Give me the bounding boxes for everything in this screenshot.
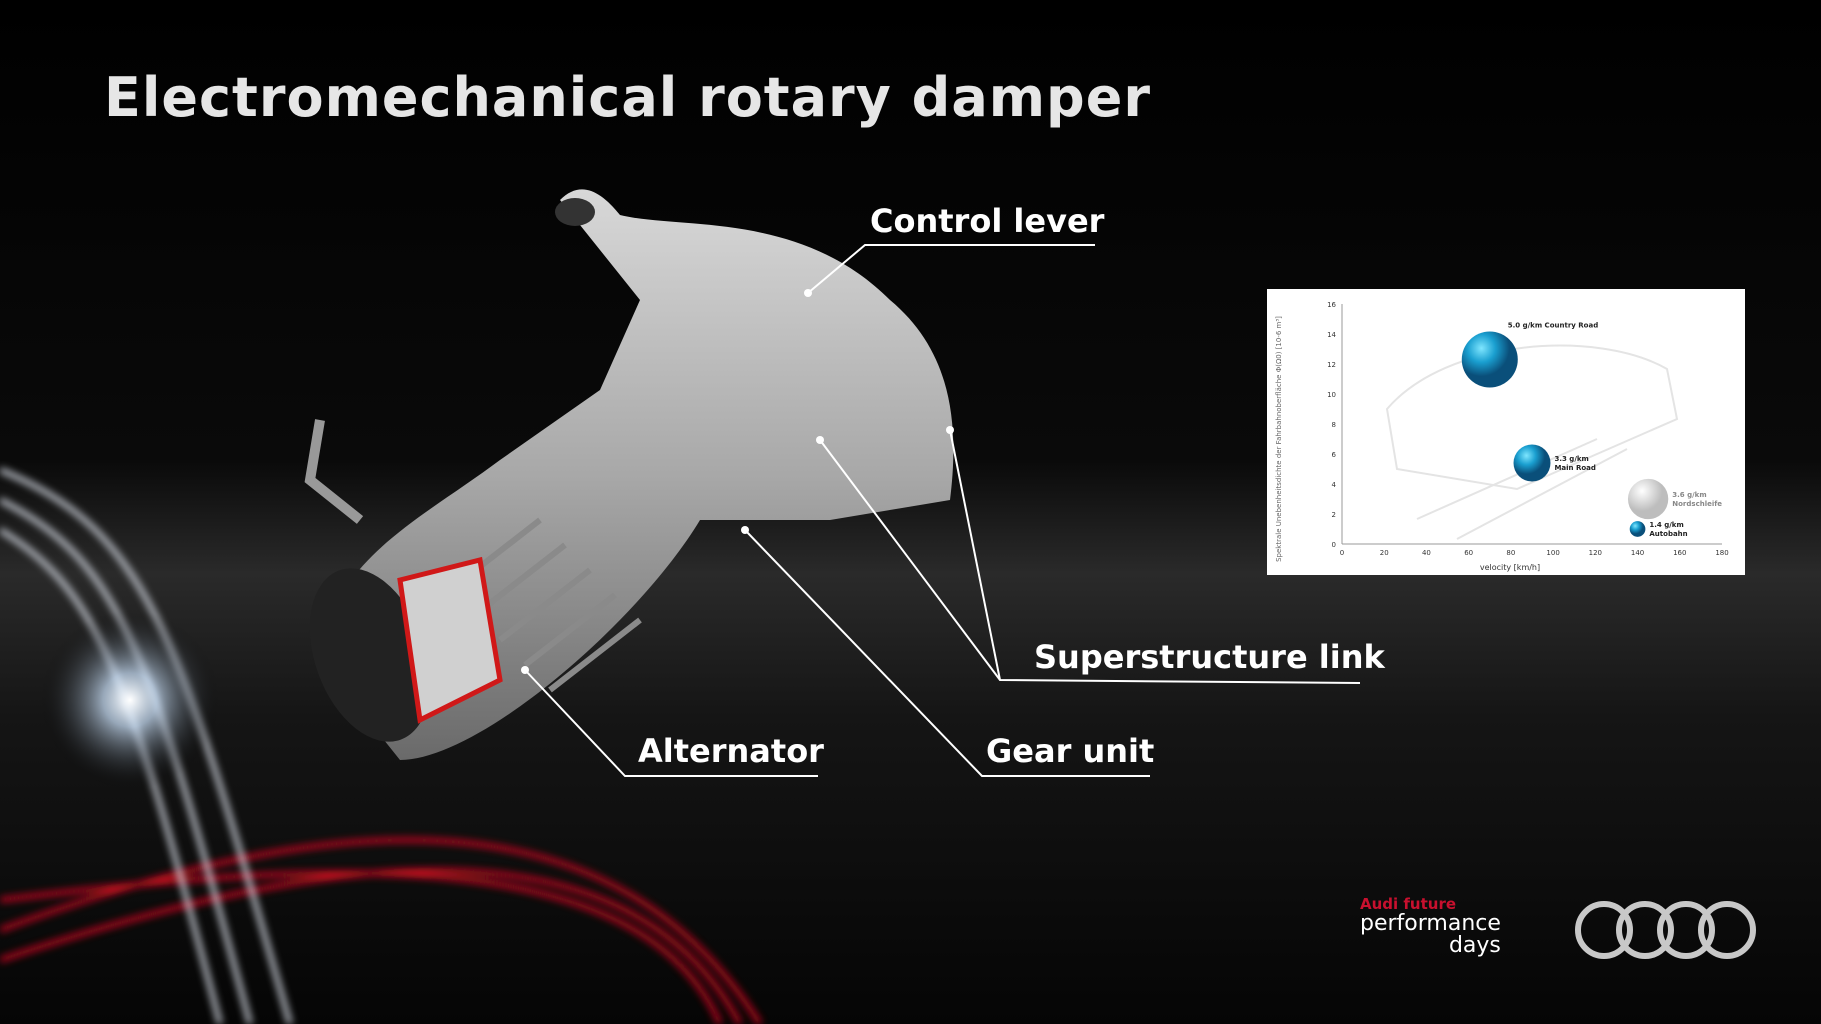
event-logo: Audi future performance days <box>1360 895 1501 957</box>
x-axis-label: velocity [km/h] <box>1480 563 1540 572</box>
data-label: 3.6 g/km <box>1672 491 1706 499</box>
x-tick-label: 60 <box>1464 549 1473 557</box>
page-title: Electromechanical rotary damper <box>104 66 1151 129</box>
x-tick-label: 0 <box>1340 549 1344 557</box>
y-tick-label: 6 <box>1332 451 1337 459</box>
y-tick-label: 0 <box>1332 541 1336 549</box>
bubble-country-road <box>1461 331 1518 388</box>
damper-illustration <box>304 189 954 761</box>
callout-gear-unit: Gear unit <box>986 732 1155 770</box>
logo-line3: days <box>1448 933 1501 958</box>
x-tick-label: 160 <box>1673 549 1686 557</box>
y-tick-label: 16 <box>1327 301 1336 309</box>
y-axis-label: Spektrale Unebenheitsdichte der Fahrbahn… <box>1275 316 1283 562</box>
car-sketch <box>1385 344 1679 540</box>
data-label: 5.0 g/km Country Road <box>1508 322 1598 330</box>
callout-control-lever: Control lever <box>870 202 1105 240</box>
lens-flare <box>40 610 220 790</box>
callout-superstructure-link: Superstructure link <box>1034 638 1385 676</box>
x-tick-label: 80 <box>1506 549 1515 557</box>
x-tick-label: 140 <box>1631 549 1644 557</box>
data-label: Nordschleife <box>1672 500 1722 508</box>
data-label: 1.4 g/km <box>1649 521 1683 529</box>
x-tick-label: 120 <box>1589 549 1602 557</box>
y-tick-label: 8 <box>1332 421 1336 429</box>
y-tick-label: 12 <box>1327 361 1336 369</box>
bubble-nordschleife <box>1627 478 1669 520</box>
red-streaks <box>0 837 763 1024</box>
bubble-autobahn <box>1629 521 1646 537</box>
x-tick-label: 20 <box>1380 549 1389 557</box>
data-label: 3.3 g/km <box>1554 455 1588 463</box>
x-tick-label: 40 <box>1422 549 1431 557</box>
bubble-main-road <box>1513 444 1551 482</box>
y-tick-label: 14 <box>1327 331 1336 339</box>
logo-line2: performance <box>1360 911 1501 936</box>
y-tick-label: 4 <box>1332 481 1337 489</box>
y-tick-label: 10 <box>1327 391 1336 399</box>
road-roughness-chart: Spektrale Unebenheitsdichte der Fahrbahn… <box>1267 289 1745 575</box>
x-tick-label: 180 <box>1715 549 1728 557</box>
chart-svg: Spektrale Unebenheitsdichte der Fahrbahn… <box>1275 301 1729 572</box>
logo-line1: Audi future <box>1360 895 1457 913</box>
y-tick-label: 2 <box>1332 511 1336 519</box>
callout-alternator: Alternator <box>638 732 824 770</box>
x-tick-label: 100 <box>1546 549 1559 557</box>
data-label: Autobahn <box>1649 530 1687 538</box>
leader-lines <box>524 244 1361 777</box>
data-label: Main Road <box>1554 464 1595 472</box>
